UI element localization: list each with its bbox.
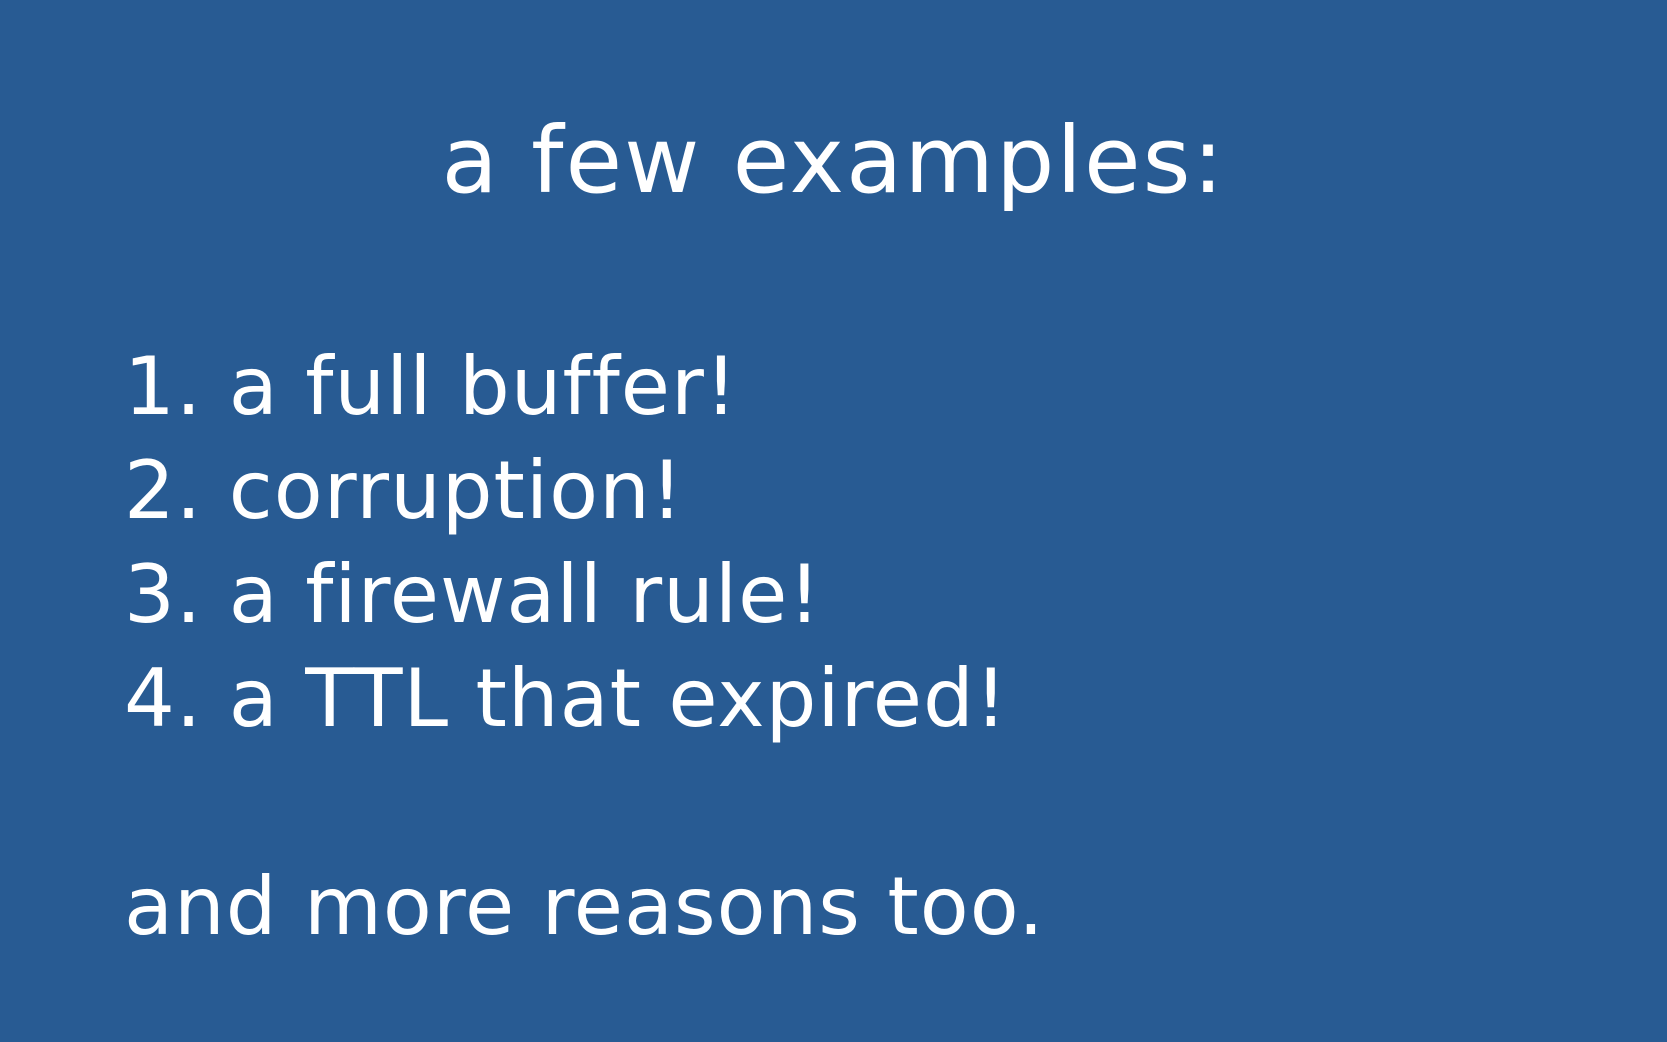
footer-text: and more reasons too.	[124, 860, 1045, 953]
list-item: 2. corruption!	[124, 444, 684, 537]
slide-title: a few examples:	[441, 107, 1226, 214]
list-item: 1. a full buffer!	[124, 340, 738, 433]
list-item: 3. a firewall rule!	[124, 548, 822, 641]
examples-list: 1. a full buffer! 2. corruption! 3. a fi…	[124, 335, 1008, 751]
list-item: 4. a TTL that expired!	[124, 652, 1008, 745]
